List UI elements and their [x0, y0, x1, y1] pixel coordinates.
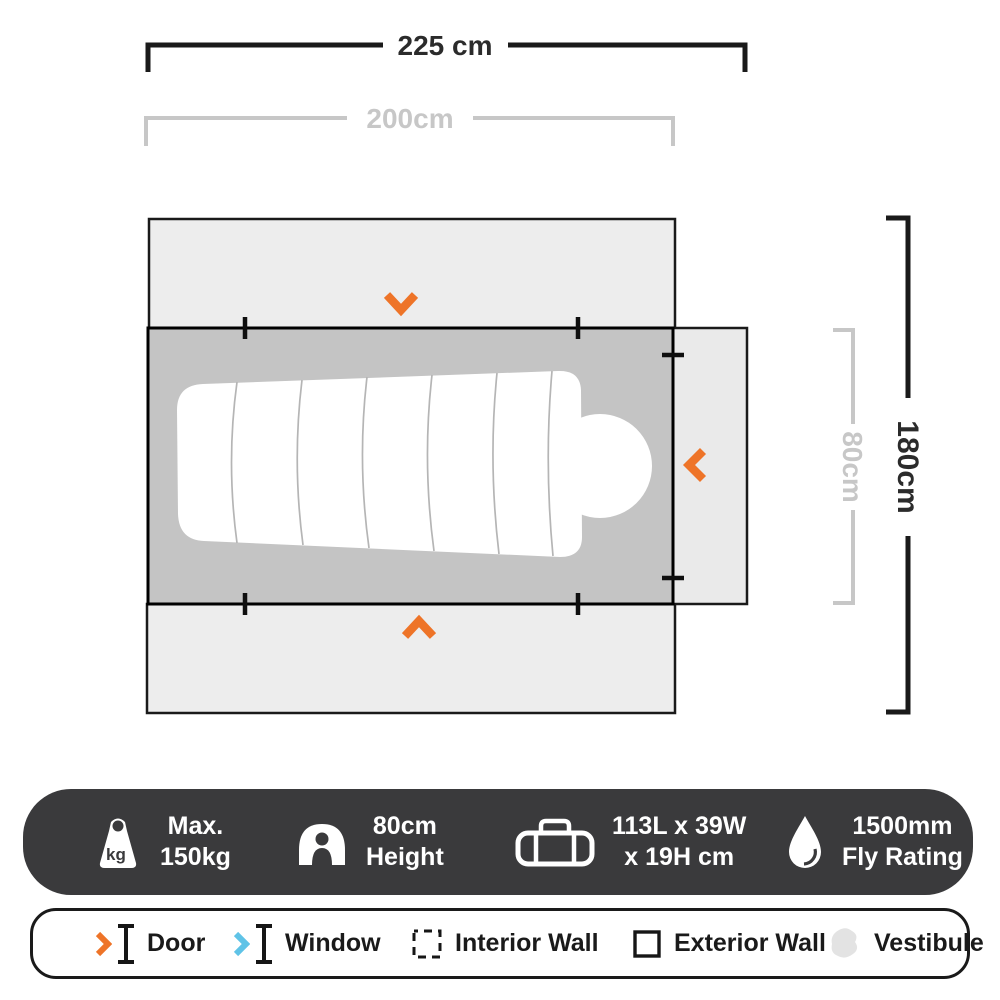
exterior-wall-square-icon	[633, 929, 661, 958]
outer-depth-bracket	[886, 215, 911, 715]
outer-width-label: 225 cm	[398, 30, 493, 61]
spec-line: 113L x 39W	[612, 812, 747, 840]
wall-tick-marks	[242, 317, 684, 615]
legend-label: Interior Wall	[455, 929, 599, 957]
spec-packed-size: 113L x 39W x 19H cm	[515, 789, 746, 895]
door-ibeam-icon	[118, 923, 134, 964]
door-chevron-icon	[95, 931, 112, 956]
spec-line: x 19H cm	[624, 843, 735, 871]
inner-depth-bracket	[833, 328, 855, 605]
legend-item-window: Window	[233, 911, 381, 976]
vestibule-door-chevron-icon	[682, 447, 707, 483]
spec-line: Max.	[167, 812, 224, 840]
spec-line: Height	[366, 843, 444, 871]
window-ibeam-icon	[256, 923, 272, 964]
sleeping-bag-body	[177, 370, 582, 557]
legend-label: Door	[147, 929, 206, 957]
front-flap-area	[147, 217, 677, 330]
weight-icon: kg	[99, 818, 137, 868]
spec-line: Fly Rating	[842, 843, 963, 871]
spec-height: 80cm Height	[295, 789, 444, 895]
legend-item-vestibule: Vestibule	[826, 911, 984, 976]
front-door-chevron-icon	[383, 292, 419, 317]
outer-depth-label: 180cm	[891, 420, 924, 513]
outer-width-bracket	[145, 42, 748, 72]
spec-line: 1500mm	[852, 812, 953, 840]
legend-label: Exterior Wall	[674, 929, 826, 957]
legend-item-interior-wall: Interior Wall	[411, 911, 599, 976]
height-icon	[299, 824, 345, 865]
floorplan-diagram: 225 cm 200cm	[144, 30, 924, 715]
sleeping-bag-baffles	[230, 370, 554, 557]
water-drop-icon	[789, 816, 821, 868]
sleeping-bag	[177, 370, 652, 557]
interior-wall-dashed-square-icon	[412, 929, 442, 958]
spec-line: 80cm	[372, 812, 437, 840]
vestibule-blob-icon	[831, 927, 858, 958]
legend-item-exterior-wall: Exterior Wall	[632, 911, 826, 976]
weight-kg-badge: kg	[106, 845, 126, 864]
spec-line: 150kg	[160, 843, 231, 871]
duffel-bag-icon	[515, 818, 595, 867]
spec-max-weight: kg Max. 150kg	[93, 789, 231, 895]
inner-width-bracket	[144, 116, 675, 146]
legend-label: Window	[285, 929, 381, 957]
spec-band: kg Max. 150kg 80cm Height	[23, 789, 973, 895]
legend-bar: Door Window Interior Wall	[30, 908, 984, 979]
legend-item-door: Door	[95, 911, 205, 976]
inner-width-label: 200cm	[366, 103, 453, 134]
inner-depth-label: 80cm	[837, 431, 868, 503]
rear-door-chevron-icon	[401, 614, 437, 639]
window-chevron-icon	[233, 931, 250, 956]
rear-flap-area	[145, 602, 677, 715]
spec-fly-rating: 1500mm Fly Rating	[785, 789, 963, 895]
legend-label: Vestibule	[874, 929, 984, 957]
